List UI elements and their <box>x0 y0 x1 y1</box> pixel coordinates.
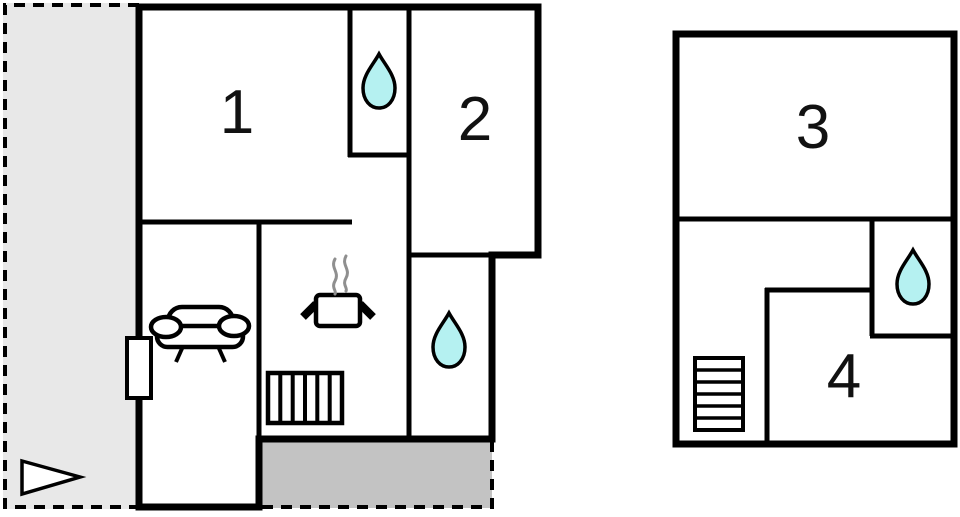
stairs-icon <box>693 356 745 432</box>
terrace-area <box>259 437 492 508</box>
garden-area <box>3 3 139 509</box>
sofa-armrest-right <box>216 313 252 339</box>
sofa-icon <box>148 304 252 363</box>
sofa-armrest-left <box>148 314 184 340</box>
cooking-pot-icon <box>300 254 376 329</box>
water-drop-icon <box>361 50 397 110</box>
water-drop-icon <box>431 309 467 369</box>
steam-line-left <box>332 257 338 296</box>
entrance-arrow-icon <box>20 458 87 497</box>
garden-dashed-border <box>3 3 139 509</box>
upper-floor-interior-walls <box>676 216 954 444</box>
stairs-treads <box>695 368 743 420</box>
room-3-label: 3 <box>796 93 830 162</box>
water-drop-icon <box>895 246 931 306</box>
terrace-dashed-border <box>259 441 494 509</box>
pot-body <box>313 292 363 329</box>
room-1-label: 1 <box>220 78 254 147</box>
ground-floor-interior-walls <box>139 4 494 441</box>
door-icon <box>125 336 153 400</box>
room-4-label: 4 <box>827 342 861 411</box>
radiator-fins <box>278 373 332 423</box>
upper-floor-outline <box>672 30 958 448</box>
radiator-icon <box>265 370 345 426</box>
ground-floor-outline <box>135 3 542 511</box>
steam-line-right <box>343 254 349 293</box>
room-2-label: 2 <box>458 85 492 154</box>
